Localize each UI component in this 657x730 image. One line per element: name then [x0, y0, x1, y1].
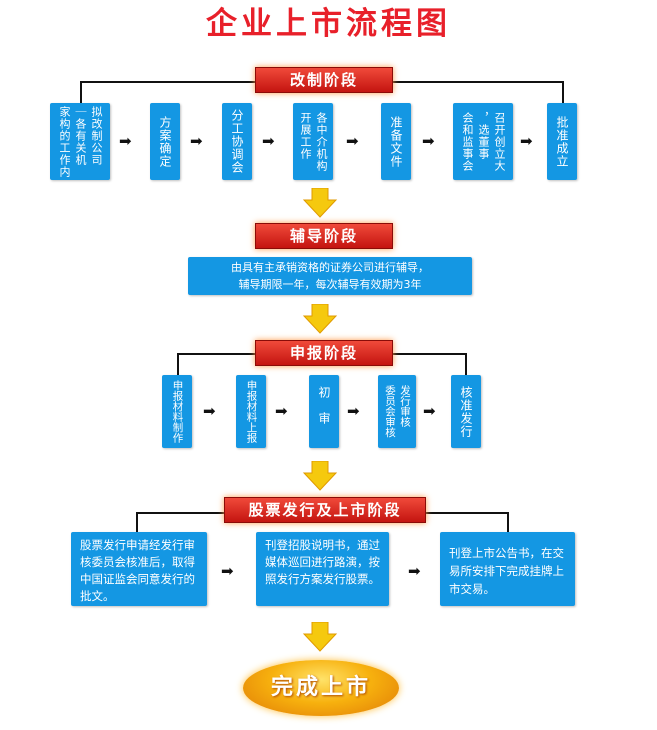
stage3-box3-label: 初审 [317, 385, 331, 438]
stage3-box4-col1: 委员会审核 [384, 385, 396, 438]
stage1-box1-col2: ｜各有关机 [74, 105, 87, 166]
stage4-box-approval: 股票发行申请经发行审核委员会核准后，取得中国证监会同意发行的批文。 [71, 532, 207, 606]
stage2-tutoring-box: 由具有主承销资格的证券公司进行辅导， 辅导期限一年，每次辅导有效期为3年 [188, 257, 472, 295]
stage3-box1-label: 申报材料制作 [171, 380, 184, 443]
stage1-bracket-right [562, 81, 564, 103]
stage3-bracket-right [465, 353, 467, 375]
stage1-box7-label: 批准成立 [555, 115, 569, 168]
stage3-box4-col2: 发行审核 [399, 385, 411, 428]
stage2-text-line2: 辅导期限一年，每次辅导有效期为3年 [238, 278, 422, 291]
stage3-box2-label: 申报材料上报 [245, 380, 258, 443]
stage1-box5-label: 准备文件 [389, 115, 403, 168]
stage1-arrow-2: ➡ [190, 132, 203, 150]
stage1-box1-col3: 拟改制公司 [90, 105, 103, 166]
stage1-box-restructure-org: 拟改制公司 ｜各有关机 家构的工作内 [50, 103, 110, 180]
stage4-bracket-right [507, 512, 509, 534]
stage1-box1-col1: 家构的工作内 [58, 105, 71, 178]
stage1-arrow-1: ➡ [119, 132, 132, 150]
down-arrow-3 [302, 461, 338, 491]
stage4-arrow-1: ➡ [221, 562, 234, 580]
stage2-banner: 辅导阶段 [255, 223, 393, 249]
stage1-box-coordination: 分工协调会 [222, 103, 252, 180]
stage4-box-listing: 刊登上市公告书，在交易所安排下完成挂牌上市交易。 [440, 532, 575, 606]
stage1-box-founding-meeting: 召开创立大 ，选董事 会和监事会 [453, 103, 513, 180]
stage1-box-documents: 准备文件 [381, 103, 411, 180]
stage1-box4-col2: 各中介机构 [315, 111, 328, 172]
stage1-box2-label: 方案确定 [158, 115, 172, 168]
down-arrow-4 [302, 622, 338, 652]
stage2-text-line1: 由具有主承销资格的证券公司进行辅导， [231, 261, 429, 274]
stage3-arrow-2: ➡ [275, 402, 288, 420]
stage3-box-approve-issue: 核准发行 [451, 375, 481, 448]
stage3-box-prepare: 申报材料制作 [162, 375, 192, 448]
stage1-box-agencies: 各中介机构 开展工作 [293, 103, 333, 180]
stage1-box3-label: 分工协调会 [230, 109, 244, 174]
stage1-arrow-4: ➡ [346, 132, 359, 150]
final-listing-badge: 完成上市 [243, 660, 399, 716]
stage3-arrow-1: ➡ [203, 402, 216, 420]
stage3-box5-label: 核准发行 [459, 385, 473, 438]
down-arrow-2 [302, 304, 338, 334]
stage1-box6-col2: ，选董事 [477, 111, 490, 160]
stage4-box-roadshow: 刊登招股说明书，通过媒体巡回进行路演，按照发行方案发行股票。 [256, 532, 389, 606]
stage1-bracket-left [80, 81, 82, 103]
stage1-box6-col1: 会和监事会 [461, 111, 474, 172]
stage3-arrow-4: ➡ [423, 402, 436, 420]
stage1-box-approved: 批准成立 [547, 103, 577, 180]
stage1-box6-col3: 召开创立大 [493, 111, 506, 172]
stage3-box-committee: 发行审核 委员会审核 [378, 375, 416, 448]
stage4-bracket-left [136, 512, 138, 534]
stage1-box4-col1: 开展工作 [299, 111, 312, 160]
stage3-box-submit: 申报材料上报 [236, 375, 266, 448]
stage4-arrow-2: ➡ [408, 562, 421, 580]
stage4-banner: 股票发行及上市阶段 [224, 497, 426, 523]
stage3-banner: 申报阶段 [255, 340, 393, 366]
stage3-box-initial-review: 初审 [309, 375, 339, 448]
stage1-box-plan: 方案确定 [150, 103, 180, 180]
stage3-bracket-left [177, 353, 179, 375]
stage3-arrow-3: ➡ [347, 402, 360, 420]
page-title: 企业上市流程图 [206, 6, 451, 42]
stage1-arrow-3: ➡ [262, 132, 275, 150]
down-arrow-1 [302, 188, 338, 218]
stage1-banner: 改制阶段 [255, 67, 393, 93]
stage1-arrow-5: ➡ [422, 132, 435, 150]
stage1-arrow-6: ➡ [520, 132, 533, 150]
